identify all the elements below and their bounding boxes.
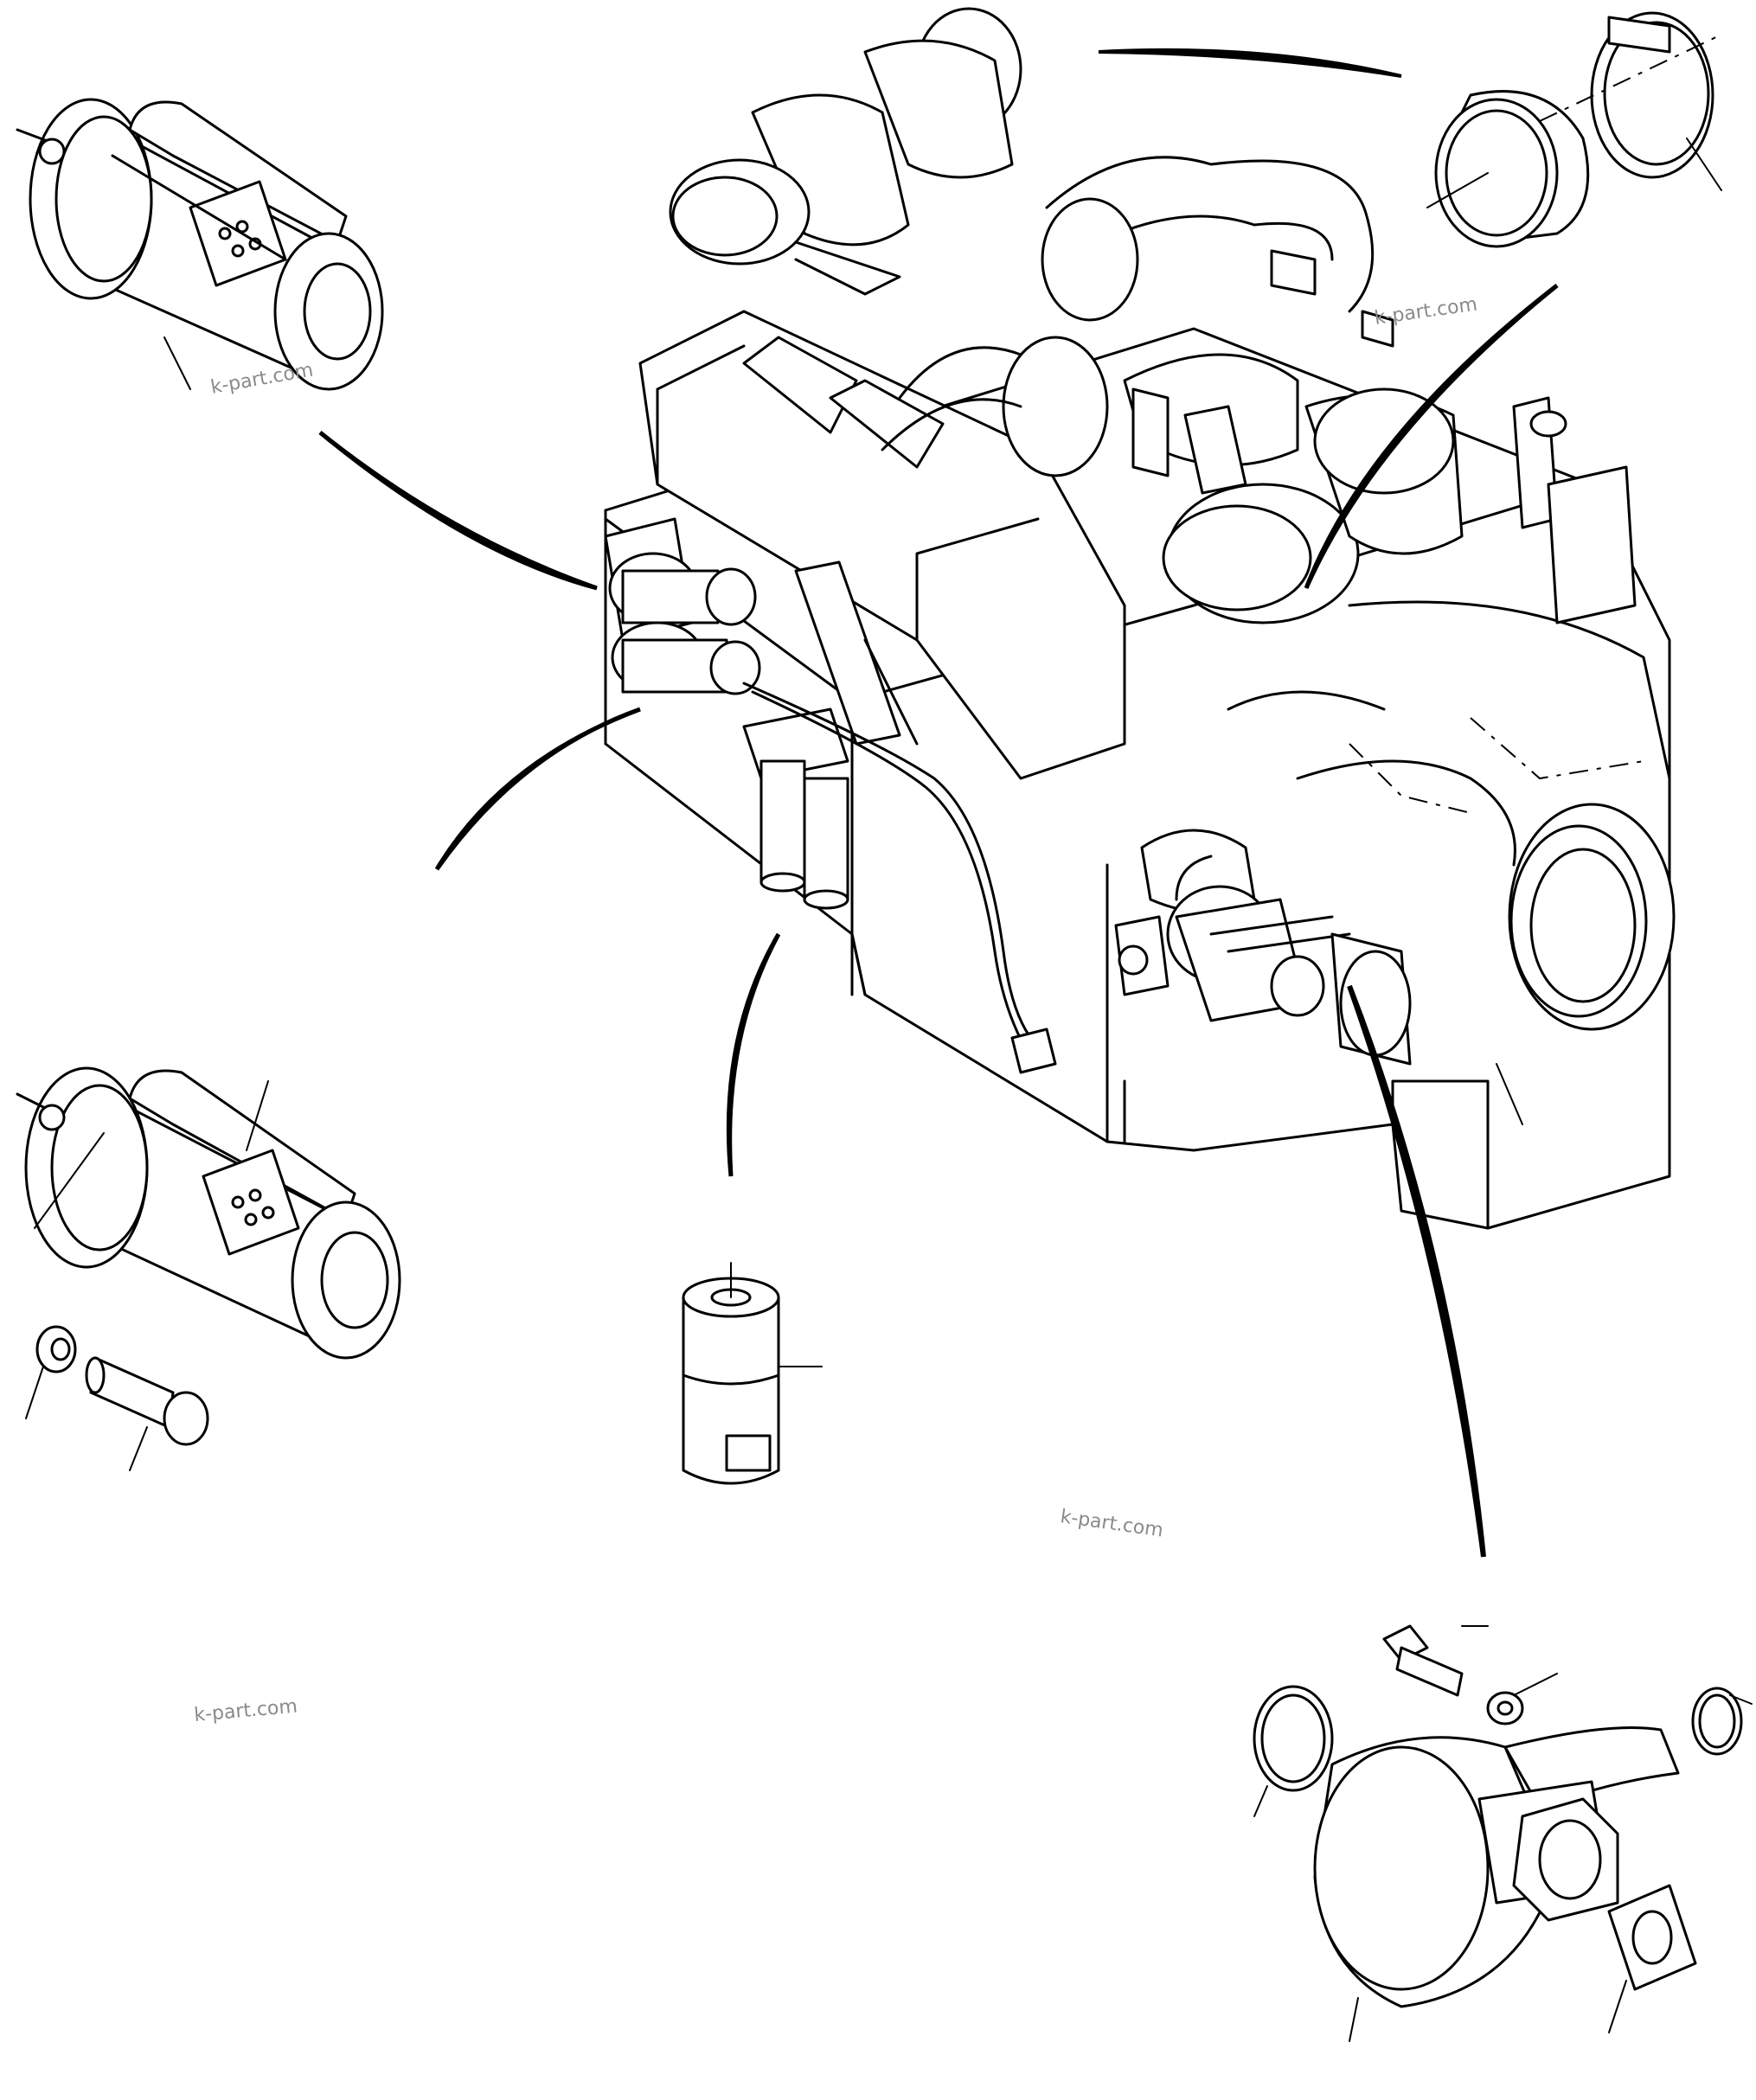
starting-motor-with-pinion <box>16 1066 401 1360</box>
starting-motor-assembly <box>16 98 384 391</box>
o-ring <box>1253 1685 1753 1817</box>
bolt <box>1382 1624 1489 1697</box>
hose-clamp <box>1539 11 1722 191</box>
turbocharger-air-connector <box>1426 90 1590 248</box>
watermark-middle: k-part.com <box>1059 1506 1164 1541</box>
pinion <box>85 1356 209 1471</box>
fuel-filter-cartridge <box>682 1262 823 1485</box>
callout-arcs <box>318 48 1559 1558</box>
water-pump-assembly <box>1313 1726 1680 2042</box>
washer <box>25 1325 77 1419</box>
watermark-starter: k-part.com <box>209 359 315 398</box>
gasket <box>1607 1884 1697 2033</box>
watermark-lower-left: k-part.com <box>193 1696 298 1726</box>
engine-assembly <box>604 7 1676 1230</box>
lock-washer <box>1486 1673 1558 1725</box>
watermark-aftercooler: k-part.com <box>1373 294 1478 330</box>
